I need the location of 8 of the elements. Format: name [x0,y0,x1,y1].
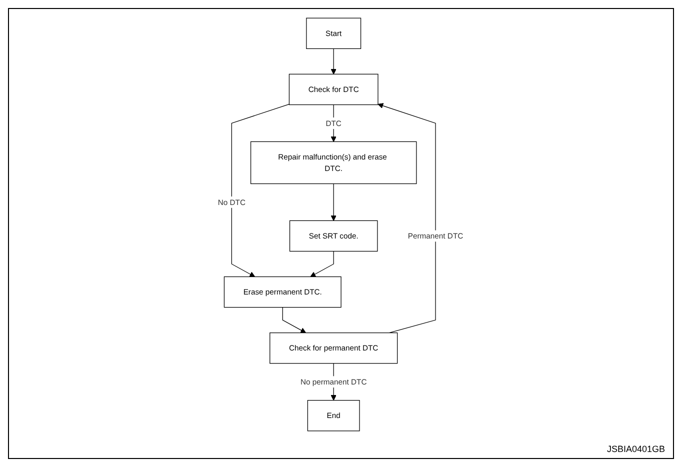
arrow [232,104,290,277]
arrow [378,103,436,334]
arrow [282,307,307,334]
arrow [331,104,337,142]
arrow [331,183,337,221]
figure-code: JSBIA0401GB [606,444,665,454]
arrow [310,250,334,277]
arrow [331,48,337,74]
